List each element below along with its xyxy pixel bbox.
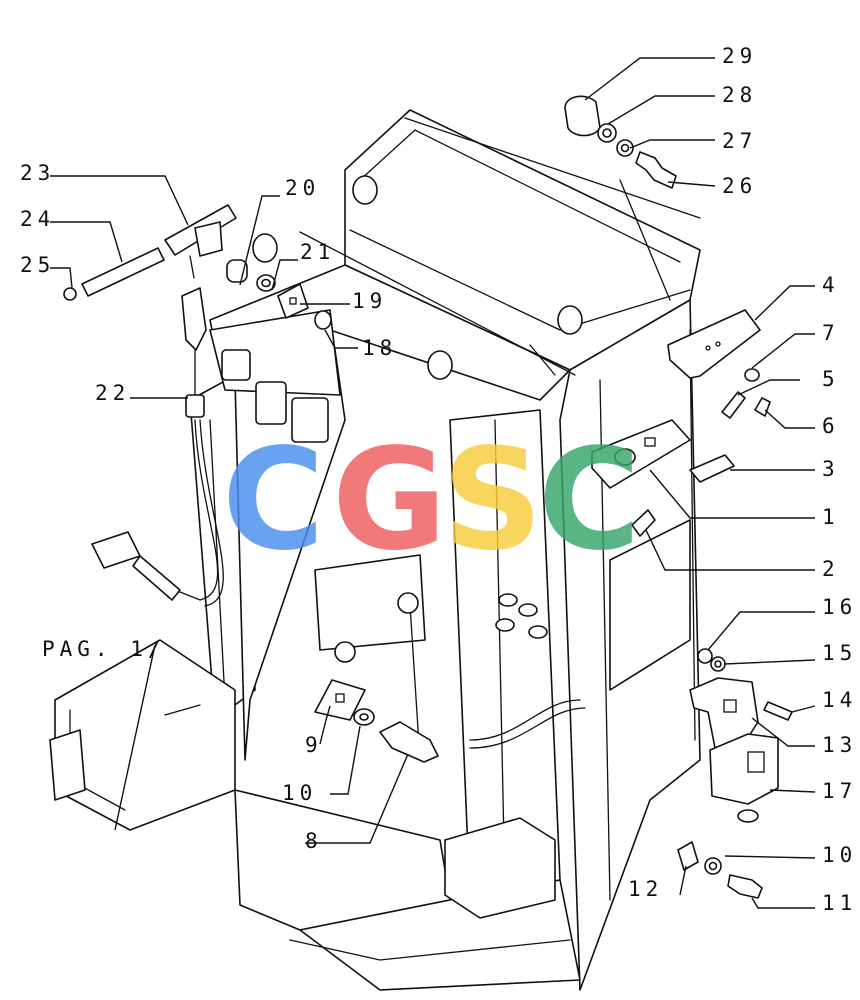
part-11 xyxy=(727,874,763,899)
part-5 xyxy=(721,391,746,419)
callout-23: 23 xyxy=(20,161,55,185)
callout-10-upper: 10 xyxy=(282,781,317,805)
part-1 xyxy=(591,419,691,489)
callout-10-lower: 10 xyxy=(822,843,857,867)
part-14 xyxy=(763,701,793,721)
leader-lines xyxy=(50,57,816,909)
part-16 xyxy=(697,648,713,664)
callout-3: 3 xyxy=(822,457,840,481)
part-22 xyxy=(91,287,224,607)
page-reference: PAG. 1/ xyxy=(42,637,166,661)
callout-1: 1 xyxy=(822,505,840,529)
callout-12: 12 xyxy=(628,877,663,901)
callout-2: 2 xyxy=(822,557,840,581)
callout-7: 7 xyxy=(822,321,840,345)
callout-28: 28 xyxy=(722,83,757,107)
part-12 xyxy=(677,841,699,871)
part-15 xyxy=(710,656,726,672)
part-21 xyxy=(256,274,276,292)
watermark-letter-4: C xyxy=(538,419,641,582)
part-26 xyxy=(635,151,677,189)
watermark-letter-1: C xyxy=(222,419,325,582)
callout-27: 27 xyxy=(722,129,757,153)
callout-17: 17 xyxy=(822,779,857,803)
part-27 xyxy=(616,139,634,157)
callout-21: 21 xyxy=(300,240,335,264)
watermark-letter-2: G xyxy=(332,419,447,582)
part-2 xyxy=(631,509,656,537)
callout-labels: 29 28 27 26 23 24 25 20 21 19 18 4 7 5 6… xyxy=(20,44,857,915)
part-10-upper xyxy=(353,708,375,726)
callout-22: 22 xyxy=(95,381,130,405)
part-7 xyxy=(744,368,760,382)
part-19 xyxy=(277,283,309,319)
watermark-letter-3: S xyxy=(442,419,543,582)
callout-11: 11 xyxy=(822,891,857,915)
part-18 xyxy=(314,310,332,330)
watermark: C G S C xyxy=(222,419,641,582)
part-3 xyxy=(689,454,735,483)
callout-5: 5 xyxy=(822,367,840,391)
part-23 xyxy=(164,204,237,279)
part-9 xyxy=(314,641,366,721)
part-24 xyxy=(81,247,165,297)
callout-20: 20 xyxy=(285,176,320,200)
callout-9: 9 xyxy=(305,733,323,757)
callout-8: 8 xyxy=(305,829,323,853)
callout-19: 19 xyxy=(352,289,387,313)
part-29 xyxy=(564,95,601,137)
part-28 xyxy=(597,123,617,143)
callout-18: 18 xyxy=(362,336,397,360)
callout-15: 15 xyxy=(822,641,857,665)
part-4 xyxy=(667,309,761,379)
callout-6: 6 xyxy=(822,414,840,438)
callout-24: 24 xyxy=(20,207,55,231)
callout-29: 29 xyxy=(722,44,757,68)
callout-26: 26 xyxy=(722,174,757,198)
part-10-lower xyxy=(704,857,722,875)
cab-frame xyxy=(49,109,701,991)
callout-4: 4 xyxy=(822,273,840,297)
callout-14: 14 xyxy=(822,688,857,712)
callout-16: 16 xyxy=(822,595,857,619)
callout-25: 25 xyxy=(20,253,55,277)
part-25 xyxy=(63,287,77,301)
callout-13: 13 xyxy=(822,733,857,757)
part-8 xyxy=(379,721,439,763)
part-17 xyxy=(709,733,779,823)
